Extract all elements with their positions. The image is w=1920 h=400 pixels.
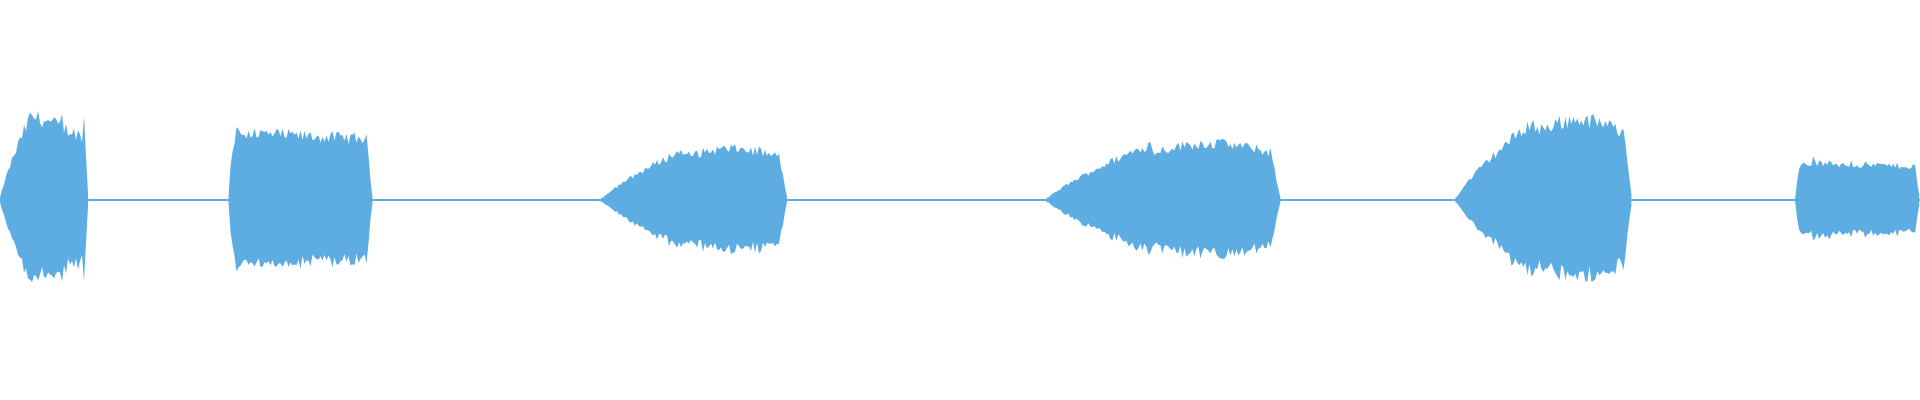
waveform-sound-3 bbox=[601, 144, 787, 255]
waveform-segments bbox=[0, 111, 1920, 283]
waveform-sound-4 bbox=[1046, 138, 1281, 259]
waveform-sound-5 bbox=[1455, 114, 1632, 282]
waveform-sound-2 bbox=[228, 127, 373, 272]
waveform-sound-1 bbox=[0, 111, 88, 283]
waveform-sound-6 bbox=[1795, 156, 1920, 241]
